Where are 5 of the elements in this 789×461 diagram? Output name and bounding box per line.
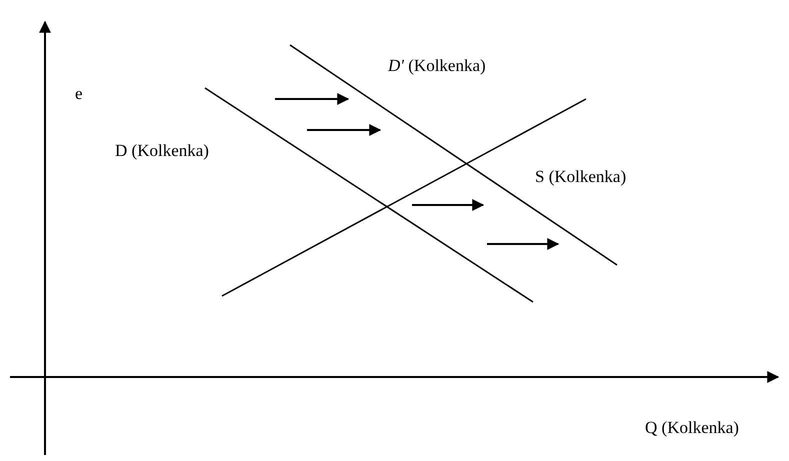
axis-label: e [75,84,84,103]
axis-label: D′ (Kolkenka) [388,56,487,75]
axis-label: S (Kolkenka) [535,167,628,186]
axis-label: D (Kolkenka) [115,141,210,160]
axis-label: Q (Kolkenka) [645,418,740,437]
